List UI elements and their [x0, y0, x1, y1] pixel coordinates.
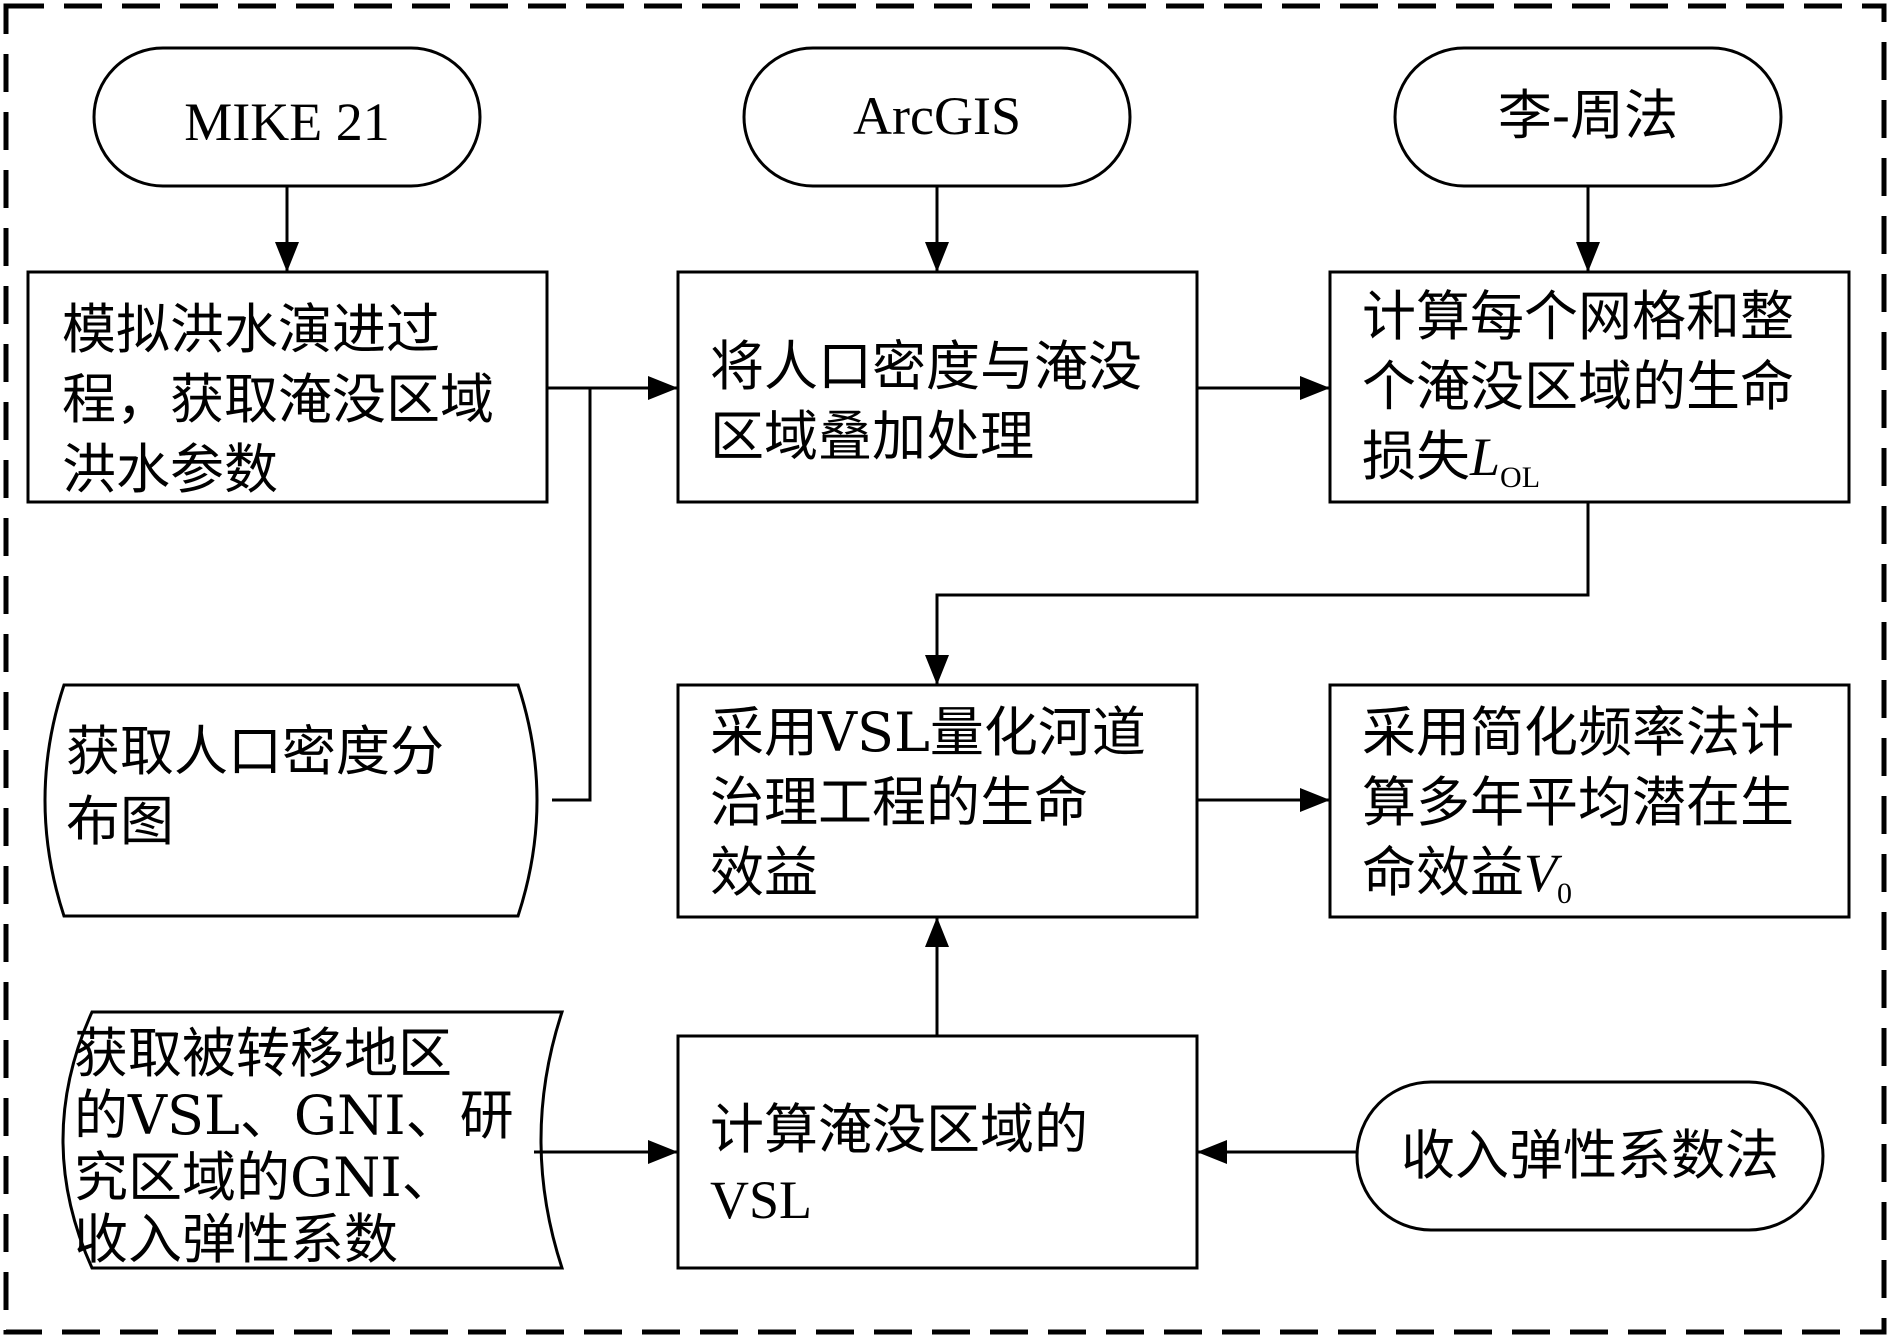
node-inputs-line-2: 的VSL、GNI、研 [74, 1084, 514, 1147]
node-freq-line-2: 算多年平均潜在生 [1362, 771, 1794, 834]
node-freq: 采用简化频率法计 算多年平均潜在生 命效益V0 [1328, 683, 1851, 919]
node-simulate: 模拟洪水演进过 程，获取淹没区域 洪水参数 [26, 270, 549, 504]
node-calc-loss: 计算每个网格和整 个淹没区域的生命 损失LOL [1328, 270, 1851, 504]
node-overlay: 将人口密度与淹没 区域叠加处理 [676, 270, 1199, 504]
node-inputs-line-1: 获取被转移地区 [74, 1022, 452, 1085]
node-freq-sub: 0 [1557, 877, 1572, 910]
node-arcgis: ArcGIS [742, 46, 1132, 188]
node-elasticity: 收入弹性系数法 [1355, 1080, 1825, 1232]
node-inputs-line-3: 究区域的GNI、 [74, 1146, 456, 1209]
dashed-frame [3, 3, 1887, 1335]
node-calc-vsl: 计算淹没区域的 VSL [676, 1034, 1199, 1270]
node-simulate-line-1: 模拟洪水演进过 [62, 298, 440, 361]
node-simulate-line-3: 洪水参数 [62, 438, 278, 501]
node-calc-loss-line-1: 计算每个网格和整 [1362, 285, 1794, 348]
node-calc-loss-line-3-prefix: 损失 [1362, 425, 1470, 488]
node-simulate-line-2: 程，获取淹没区域 [62, 368, 494, 431]
node-arcgis-label: ArcGIS [853, 86, 1021, 146]
node-population-line-2: 布图 [66, 790, 174, 853]
connector-population-to-overlay [552, 388, 592, 802]
node-population-line-1: 获取人口密度分 [66, 720, 444, 783]
node-elasticity-label: 收入弹性系数法 [1401, 1124, 1779, 1187]
node-calc-vsl-line-2: VSL [710, 1170, 812, 1230]
node-mike21-label: MIKE 21 [184, 92, 389, 152]
node-calc-loss-line-3: 损失LOL [1362, 425, 1540, 494]
node-inputs: 获取被转移地区 的VSL、GNI、研 究区域的GNI、 收入弹性系数 [61, 1010, 565, 1271]
node-calc-loss-var: L [1469, 427, 1500, 487]
node-population: 获取人口密度分 布图 [43, 683, 539, 918]
node-freq-line-1: 采用简化频率法计 [1362, 701, 1794, 764]
node-lizhou: 李-周法 [1393, 46, 1783, 188]
node-vsl-benefit-line-3: 效益 [710, 841, 818, 904]
node-lizhou-label: 李-周法 [1498, 84, 1678, 147]
arrow-calc-loss-to-vsl-benefit [925, 502, 1590, 685]
node-overlay-line-2: 区域叠加处理 [710, 405, 1034, 468]
node-inputs-line-4: 收入弹性系数 [74, 1208, 398, 1271]
node-overlay-line-1: 将人口密度与淹没 [710, 335, 1142, 398]
node-freq-var: V [1524, 843, 1563, 903]
node-vsl-benefit-line-1: 采用VSL量化河道 [710, 701, 1146, 764]
node-vsl-benefit-line-2: 治理工程的生命 [710, 771, 1088, 834]
node-mike21: MIKE 21 [92, 46, 482, 188]
node-freq-line-3-prefix: 命效益 [1362, 841, 1524, 904]
node-vsl-benefit: 采用VSL量化河道 治理工程的生命 效益 [676, 683, 1199, 919]
node-calc-loss-sub: OL [1500, 461, 1540, 494]
node-freq-line-3: 命效益V0 [1362, 841, 1572, 910]
node-calc-vsl-line-1: 计算淹没区域的 [710, 1098, 1088, 1161]
node-calc-loss-line-2: 个淹没区域的生命 [1362, 355, 1794, 418]
